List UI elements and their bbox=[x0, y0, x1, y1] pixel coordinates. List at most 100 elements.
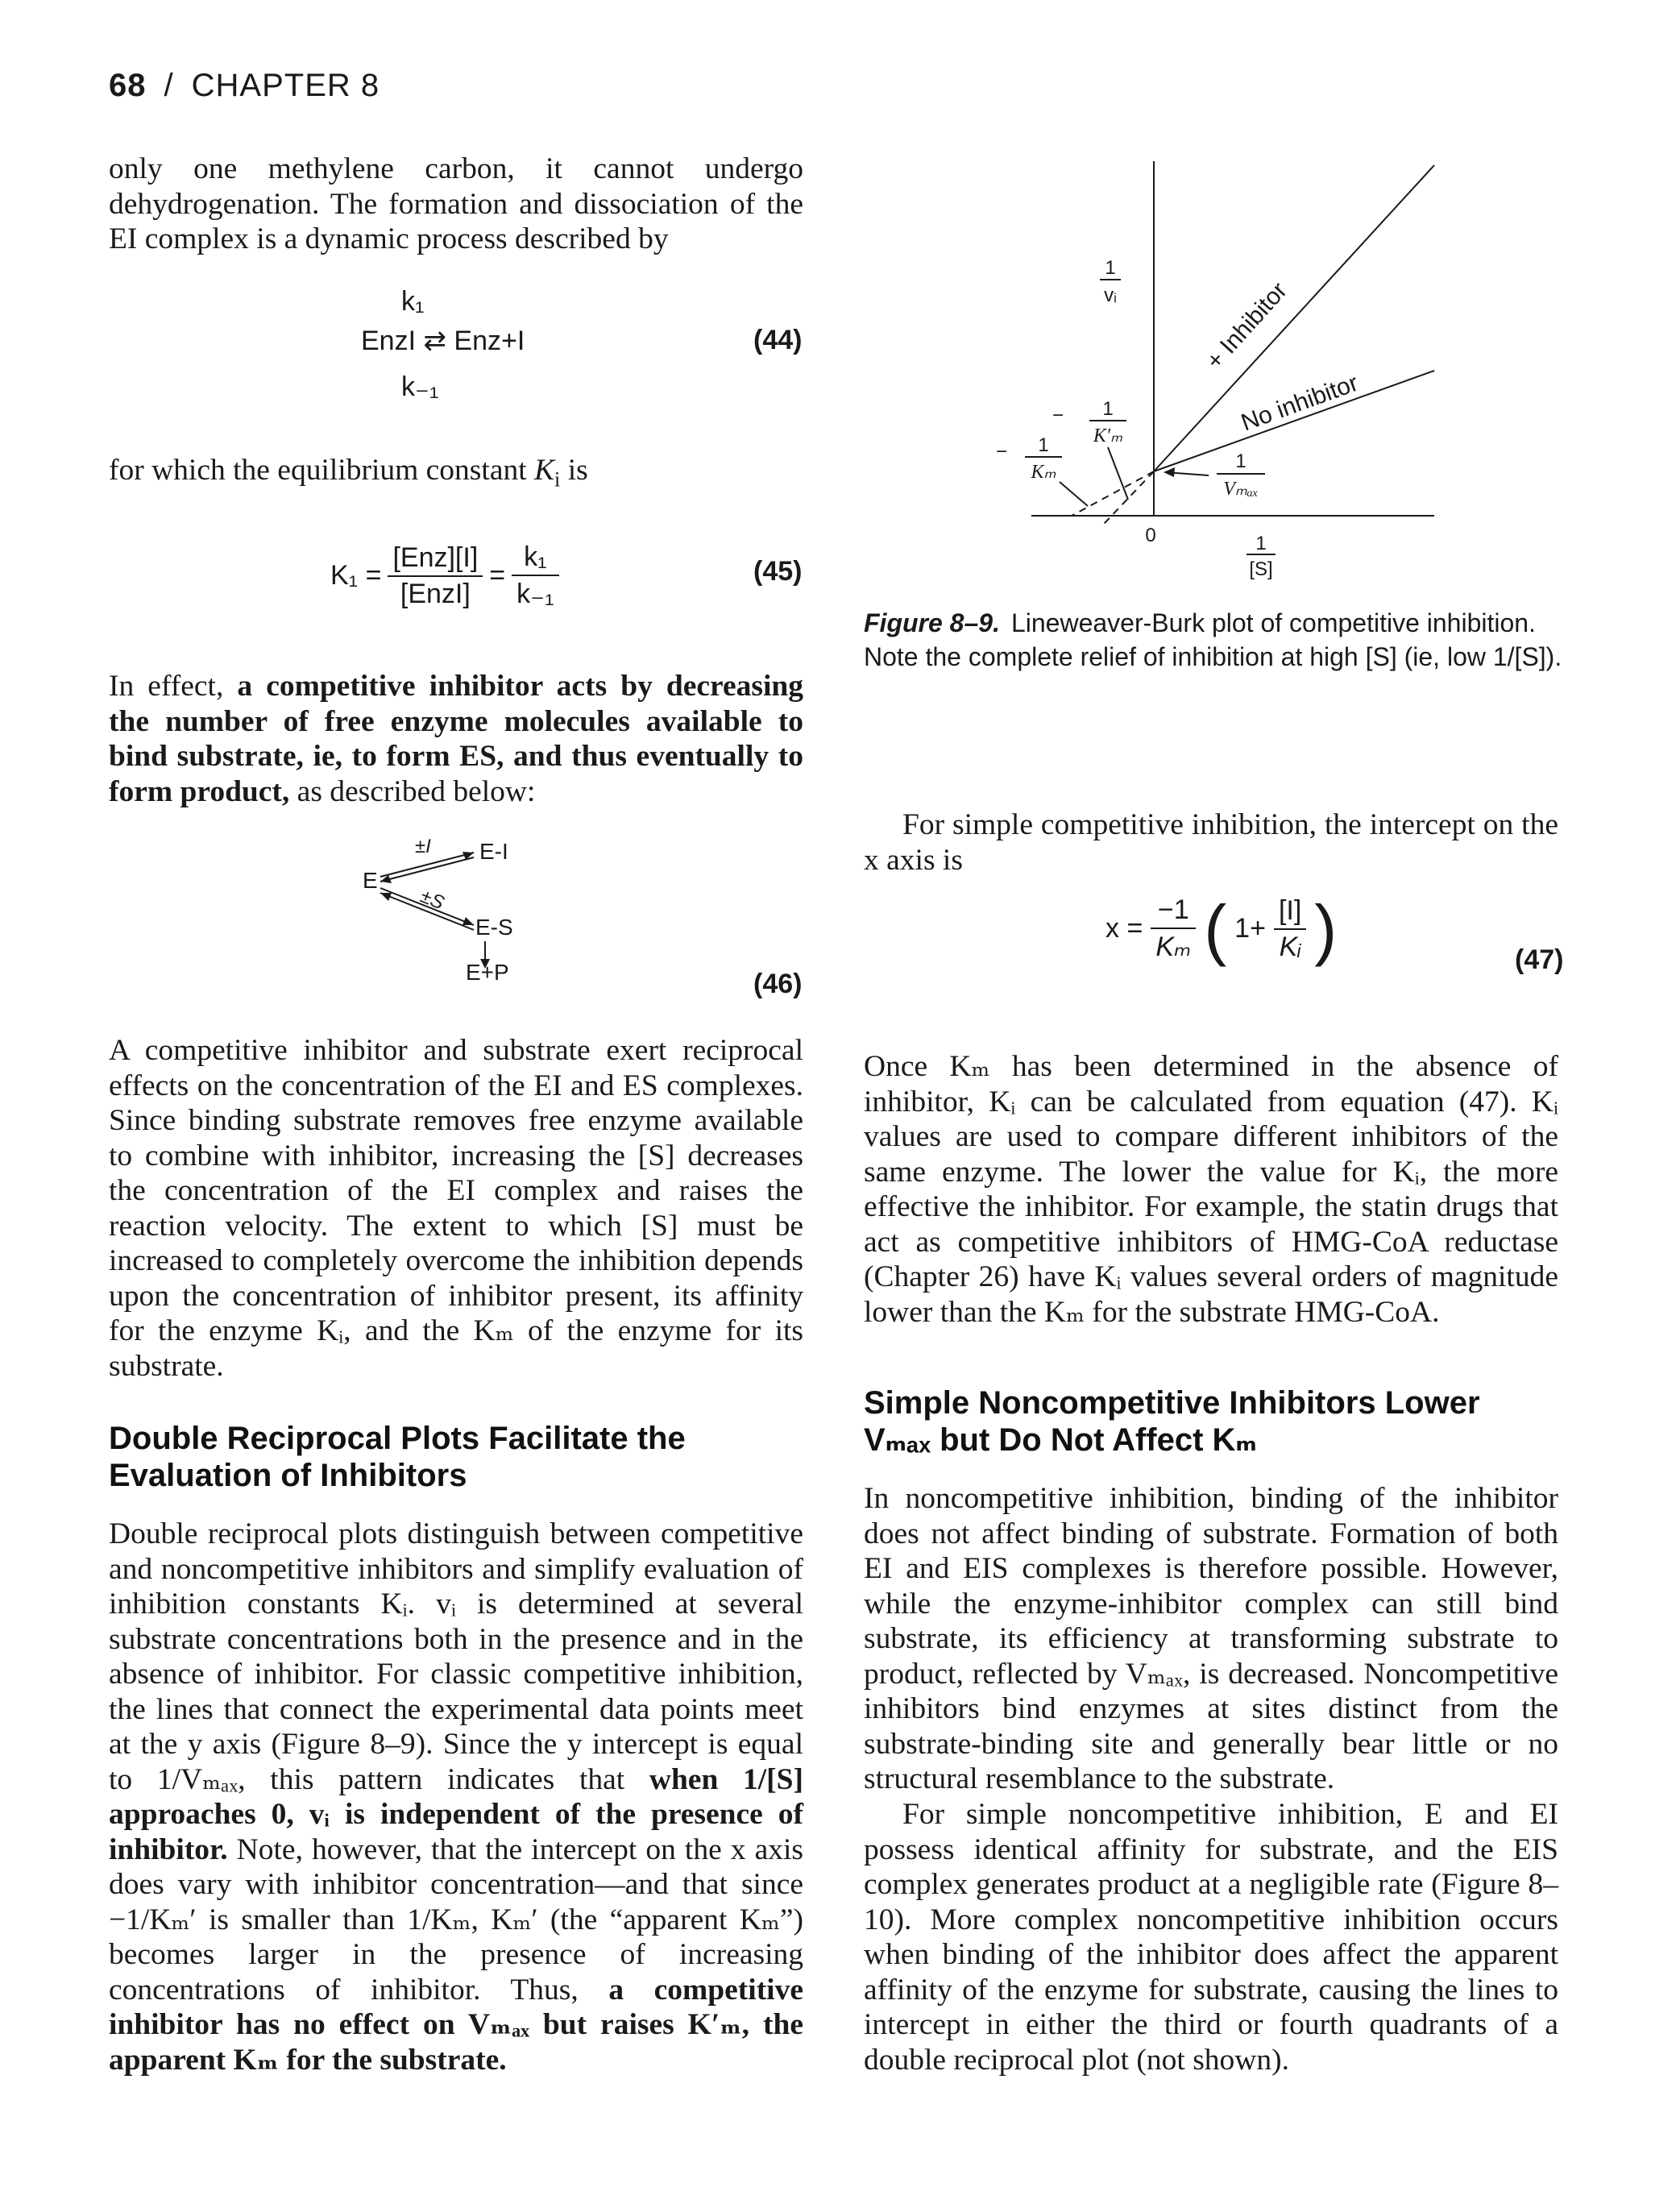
paragraph-text-end: as described below: bbox=[289, 774, 536, 808]
scheme-arrowhead bbox=[380, 893, 392, 901]
scheme-arrowhead bbox=[480, 959, 490, 969]
paren-left: ( bbox=[1204, 890, 1227, 967]
equation-47-fraction-2: [I] Kᵢ bbox=[1273, 895, 1307, 963]
fraction-numerator: −1 bbox=[1151, 894, 1197, 929]
fraction-numerator: [I] bbox=[1273, 895, 1307, 930]
paragraph-double-reciprocal: Double reciprocal plots distinguish betw… bbox=[109, 1517, 803, 2077]
scheme-ep: E+P bbox=[466, 960, 509, 983]
header-separator: / bbox=[164, 68, 174, 103]
paragraph-bold: when 1/[S] approaches 0, vᵢ is independe… bbox=[109, 1762, 804, 1866]
scheme-es: E-S bbox=[475, 915, 513, 940]
y-axis-label-numerator: 1 bbox=[1105, 257, 1115, 279]
scheme-e: E bbox=[363, 868, 378, 893]
line-plus-inhibitor bbox=[1153, 164, 1435, 472]
scheme-arrow-s-forward bbox=[380, 887, 475, 926]
equation-47-inner: 1+ bbox=[1234, 913, 1266, 944]
heading-line-2: Evaluation of Inhibitors bbox=[109, 1458, 467, 1493]
paragraph-text: In noncompetitive inhibition, binding of… bbox=[864, 1482, 1558, 1795]
x-axis-label-denominator: [S] bbox=[1249, 558, 1272, 580]
paragraph-text: A competitive inhibitor and substrate ex… bbox=[109, 1034, 803, 1383]
equation-44-body: EnzI ⇄ Enz+I bbox=[361, 326, 525, 356]
running-head: 68 / CHAPTER 8 bbox=[109, 68, 380, 104]
km-prime-numerator: 1 bbox=[1102, 398, 1113, 420]
equation-45-lhs: K₁ = bbox=[330, 560, 382, 591]
heading-line-2: Vₘₐₓ but Do Not Affect Kₘ bbox=[864, 1422, 1257, 1458]
paragraph-ki-values: Once Kₘ has been determined in the absen… bbox=[864, 1049, 1558, 1330]
km-denominator: Kₘ bbox=[1031, 462, 1056, 483]
section-heading-noncompetitive: Simple Noncompetitive Inhibitors Lower V… bbox=[864, 1384, 1480, 1459]
paragraph-bold: a competitive inhibitor acts by decreasi… bbox=[109, 670, 804, 808]
equation-47-fraction-1: −1 Kₘ bbox=[1151, 894, 1197, 963]
paragraph-text: For simple competitive inhibition, the i… bbox=[864, 808, 1558, 877]
paragraph-simple-noncompetitive: For simple noncompetitive inhibition, E … bbox=[864, 1797, 1558, 2077]
x-axis-label-numerator: 1 bbox=[1255, 533, 1266, 554]
origin-label: 0 bbox=[1145, 525, 1155, 546]
vmax-arrowhead bbox=[1164, 467, 1175, 477]
equation-44-k-bottom: k₋₁ bbox=[401, 371, 439, 402]
equation-46-number: (46) bbox=[753, 969, 803, 999]
paragraph-text: In effect, bbox=[109, 670, 238, 703]
figure-caption-text: Lineweaver-Burk plot of competitive inhi… bbox=[864, 608, 1562, 671]
section-heading-double-reciprocal: Double Reciprocal Plots Facilitate the E… bbox=[109, 1420, 686, 1494]
scheme-arrowhead bbox=[463, 917, 474, 925]
plus-inhibitor-label: + Inhibitor bbox=[1201, 277, 1292, 375]
equation-45: K₁ = [Enz][I] [EnzI] = k₁ k₋₁ bbox=[330, 542, 559, 610]
figure-caption: Figure 8–9.Lineweaver-Burk plot of compe… bbox=[864, 606, 1573, 674]
chapter-title: CHAPTER 8 bbox=[191, 68, 380, 103]
equation-47: x = −1 Kₘ ( 1+ [I] Kᵢ ) bbox=[1105, 894, 1337, 963]
km-prime-pointer bbox=[1107, 446, 1129, 500]
equation-45-number: (45) bbox=[753, 556, 803, 587]
paragraph-effect: In effect, a competitive inhibitor acts … bbox=[109, 669, 803, 809]
paragraph-text: For simple noncompetitive inhibition, E … bbox=[864, 1798, 1558, 2077]
paragraph-intro: only one methylene carbon, it cannot und… bbox=[109, 151, 803, 257]
heading-line-1: Simple Noncompetitive Inhibitors Lower bbox=[864, 1385, 1480, 1421]
equation-45-fraction-2: k₁ k₋₁ bbox=[512, 542, 559, 610]
paragraph-bold: a competitive inhibitor has no effect on… bbox=[109, 1973, 803, 2077]
paragraph-text: Note, however, that the intercept on the… bbox=[109, 1832, 803, 2007]
vmax-numerator: 1 bbox=[1235, 450, 1246, 472]
paragraph-x-intercept: For simple competitive inhibition, the i… bbox=[864, 807, 1558, 878]
paragraph-reciprocal-effects: A competitive inhibitor and substrate ex… bbox=[109, 1033, 803, 1384]
scheme-plus-minus-i: ±I bbox=[415, 836, 431, 857]
page-number: 68 bbox=[109, 68, 147, 103]
fraction-denominator: Kₘ bbox=[1155, 932, 1192, 962]
scheme-arrow-s-back bbox=[380, 892, 475, 931]
fraction-denominator: Kᵢ bbox=[1279, 931, 1301, 962]
equals-sign: = bbox=[489, 560, 506, 591]
symbol-sub: i bbox=[554, 467, 561, 492]
equation-47-lhs: x = bbox=[1105, 913, 1143, 944]
y-axis-label-denominator: vᵢ bbox=[1104, 284, 1117, 306]
paragraph-text-end: is bbox=[560, 454, 588, 487]
paragraph-equilibrium: for which the equilibrium constant Ki is bbox=[109, 453, 803, 497]
scheme-arrowhead bbox=[380, 875, 392, 883]
paragraph-text: Once Kₘ has been determined in the absen… bbox=[864, 1050, 1558, 1329]
km-pointer bbox=[1059, 481, 1089, 507]
paren-right: ) bbox=[1314, 890, 1338, 967]
scheme-arrow-i-forward bbox=[380, 852, 475, 878]
km-prime-minus: − bbox=[1052, 405, 1064, 426]
paragraph-noncompetitive: In noncompetitive inhibition, binding of… bbox=[864, 1481, 1558, 1797]
equation-45-fraction-1: [Enz][I] [EnzI] bbox=[388, 542, 483, 610]
equation-47-number: (47) bbox=[1515, 944, 1564, 975]
figure-label: Figure 8–9. bbox=[864, 608, 1000, 637]
paragraph-text: only one methylene carbon, it cannot und… bbox=[109, 152, 803, 255]
equation-44-number: (44) bbox=[753, 325, 803, 355]
line-no-inhibitor-extrapolation bbox=[1071, 471, 1155, 517]
fraction-denominator: k₋₁ bbox=[516, 579, 554, 609]
equation-44-k-top: k₁ bbox=[401, 286, 425, 317]
line-no-inhibitor bbox=[1153, 370, 1435, 472]
paragraph-text: Double reciprocal plots distinguish betw… bbox=[109, 1517, 803, 1796]
km-minus: − bbox=[996, 441, 1007, 463]
km-prime-denominator: K′ₘ bbox=[1093, 425, 1122, 446]
scheme-ei: E-I bbox=[479, 839, 508, 864]
equation-46-scheme: E ±I E-I ±S E-S E+P bbox=[363, 836, 513, 983]
fraction-denominator: [EnzI] bbox=[400, 578, 471, 609]
symbol-k: K bbox=[534, 454, 555, 487]
paragraph-text: for which the equilibrium constant bbox=[109, 454, 535, 487]
heading-line-1: Double Reciprocal Plots Facilitate the bbox=[109, 1421, 686, 1456]
scheme-arrow-i-back bbox=[380, 857, 475, 882]
fraction-numerator: k₁ bbox=[512, 542, 559, 576]
lineweaver-burk-figure: 1 vᵢ 1 [S] 0 + Inhibitor No inhibitor − … bbox=[996, 161, 1435, 580]
km-numerator: 1 bbox=[1038, 434, 1048, 456]
